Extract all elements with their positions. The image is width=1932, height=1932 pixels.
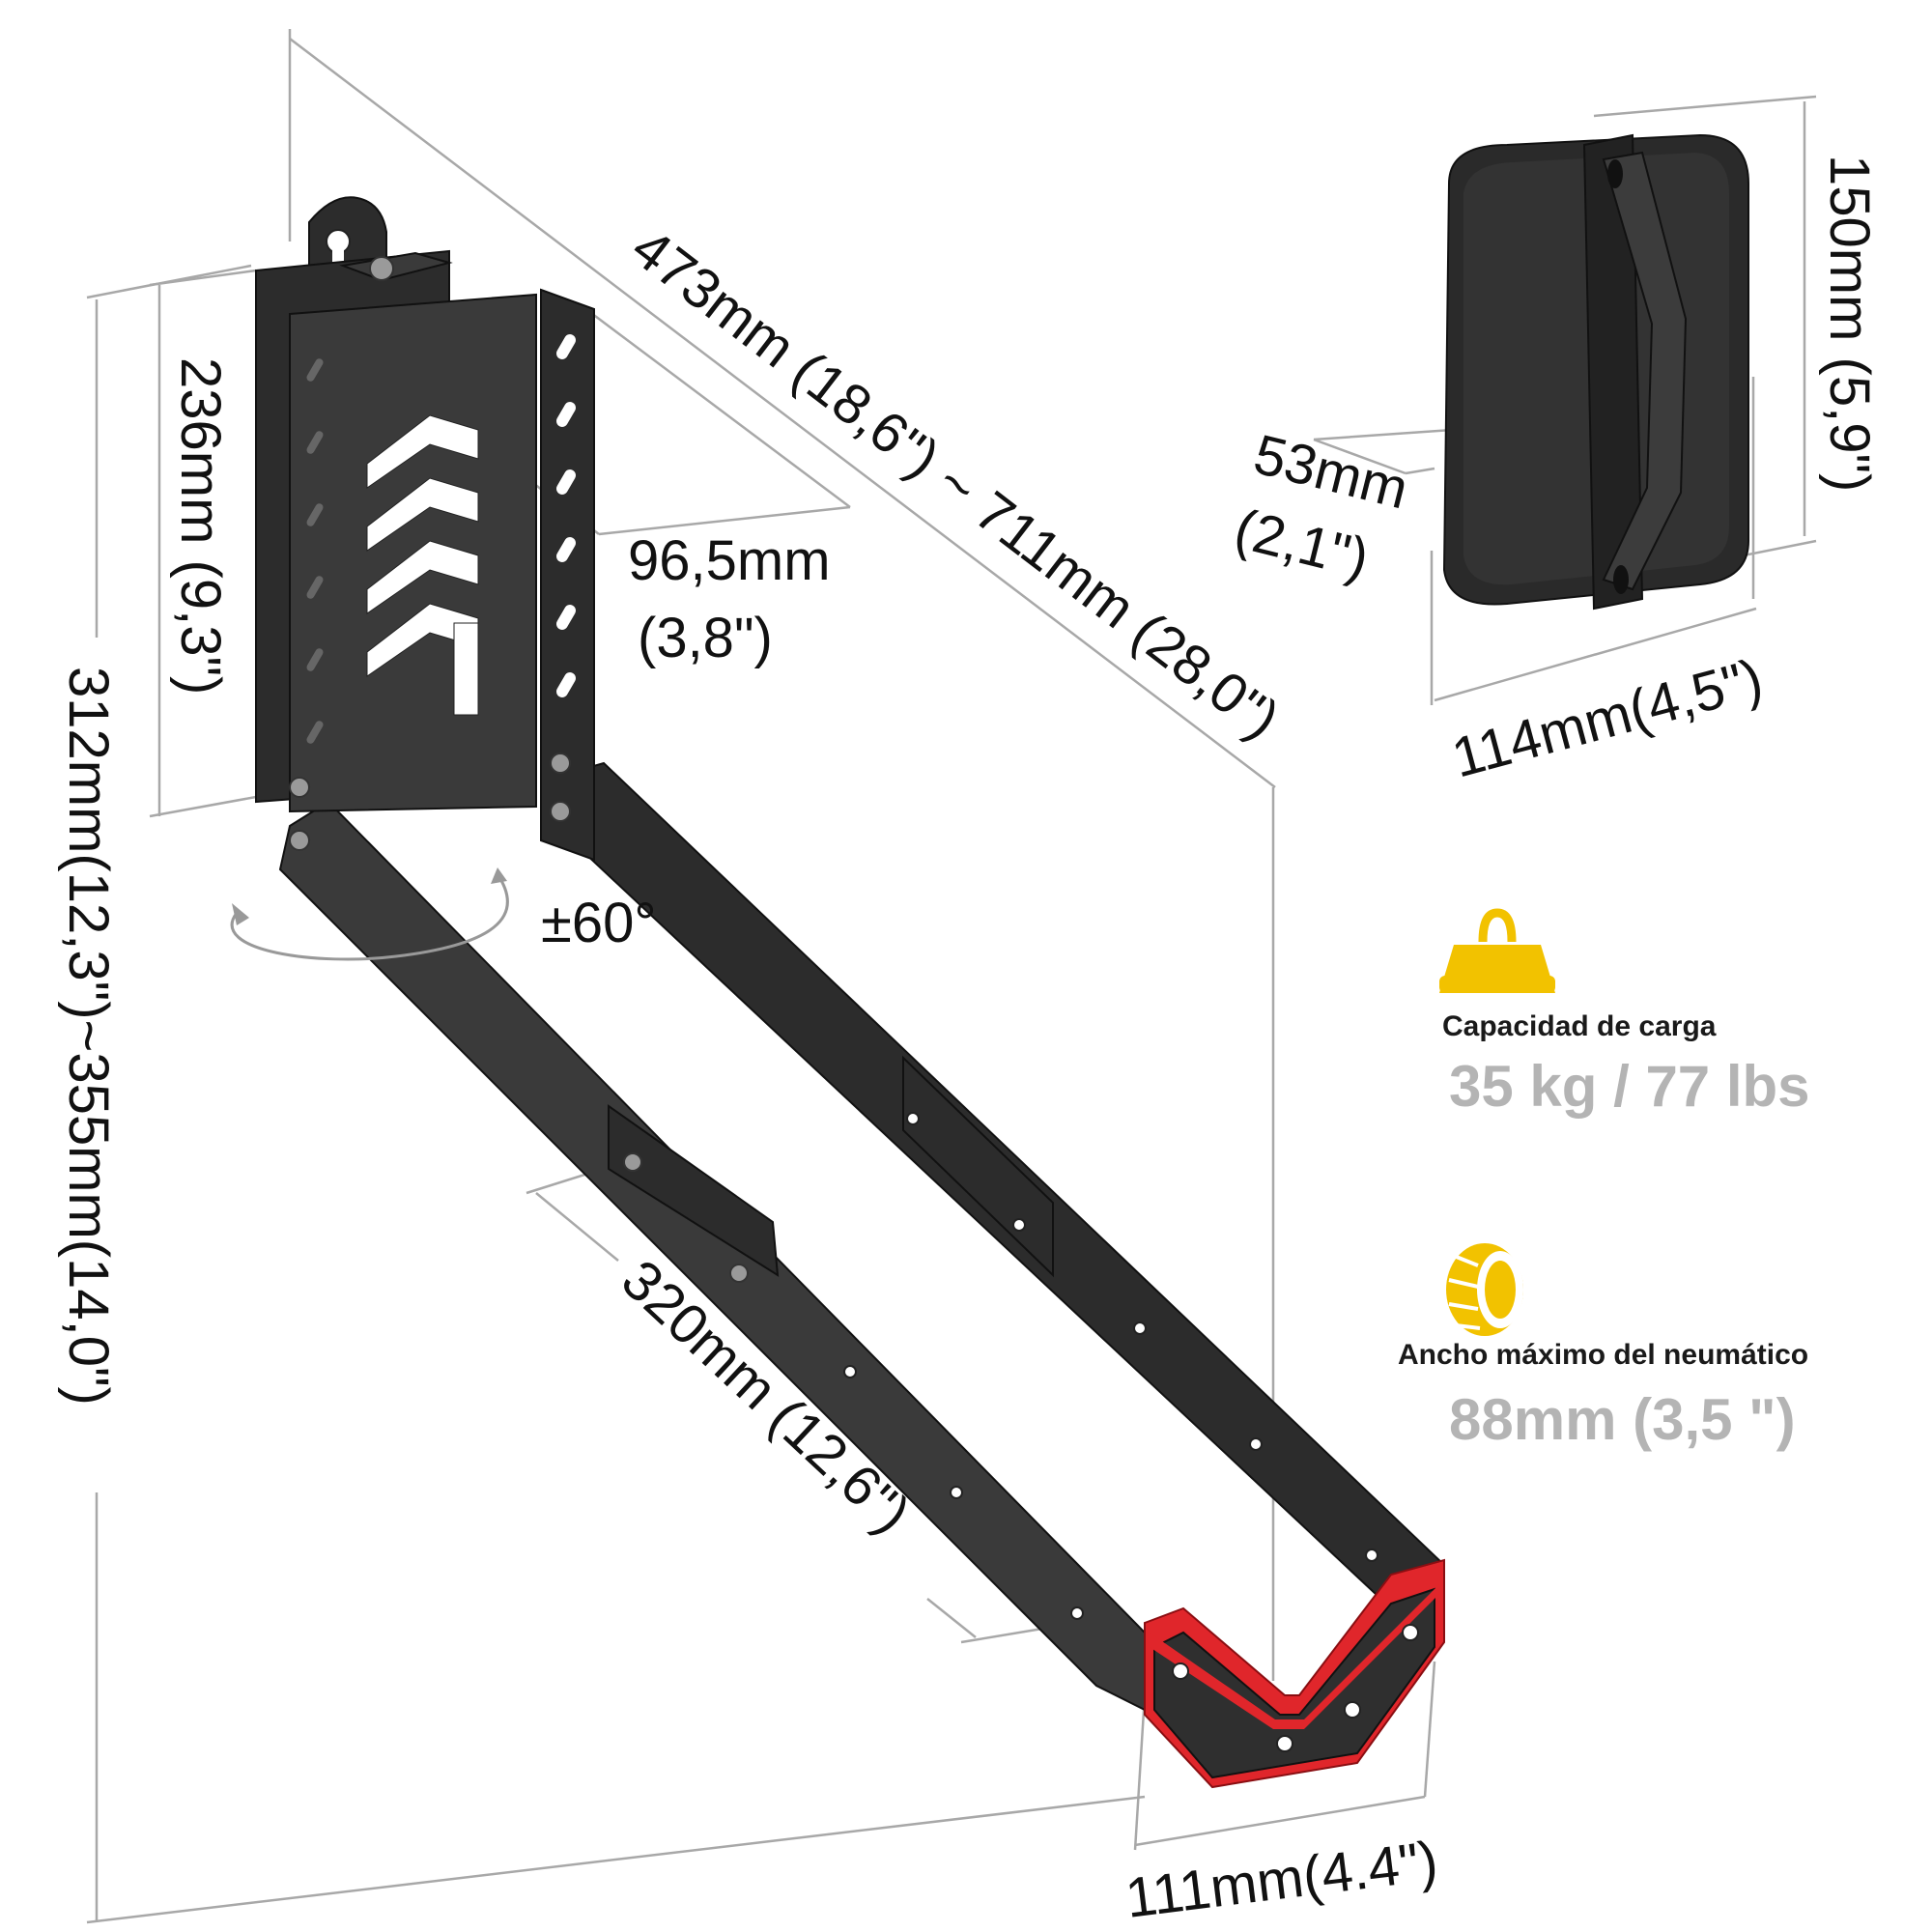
wall-bracket — [255, 196, 595, 862]
tire-width-value: 88mm (3,5 ") — [1449, 1387, 1796, 1452]
bracket-depth-value: 96,5mm — [628, 529, 831, 592]
tire-width-spec: Ancho máximo del neumático 88mm (3,5 ") — [1398, 1243, 1808, 1452]
bike-hanger-arm — [278, 761, 1445, 1712]
side-slots — [306, 358, 324, 744]
bracket-slots — [366, 414, 479, 716]
hook-width-label: 111mm(4.4") — [1122, 1830, 1441, 1930]
rotation-arc — [230, 867, 509, 961]
wheel-hook — [1144, 1558, 1445, 1789]
pad-depth-inch: (2,1") — [1229, 497, 1375, 591]
tire-icon — [1446, 1243, 1523, 1336]
total-height-label: 312mm(12,3")~355mm(14,0") — [57, 667, 120, 1406]
bracket-height-label: 236mm (9,3") — [169, 357, 232, 695]
pad-width-label: 114mm(4,5") — [1446, 647, 1770, 790]
rotation-label: ±60° — [541, 892, 657, 954]
tire-width-label: Ancho máximo del neumático — [1398, 1339, 1808, 1371]
load-capacity-spec: Capacidad de carga 35 kg / 77 lbs — [1439, 908, 1810, 1119]
bracket-depth-inch: (3,8") — [638, 607, 773, 669]
weight-icon — [1439, 908, 1555, 993]
load-capacity-value: 35 kg / 77 lbs — [1449, 1054, 1810, 1119]
pad-height-label: 150mm (5,9") — [1818, 155, 1881, 492]
tire-pad — [1442, 133, 1749, 611]
rail-slots — [556, 334, 576, 697]
arm-length-label: 473mm (18,6") ~ 711mm (28,0") — [620, 216, 1291, 752]
slide-plate-front — [608, 1104, 780, 1277]
load-capacity-label: Capacidad de carga — [1442, 1010, 1717, 1042]
